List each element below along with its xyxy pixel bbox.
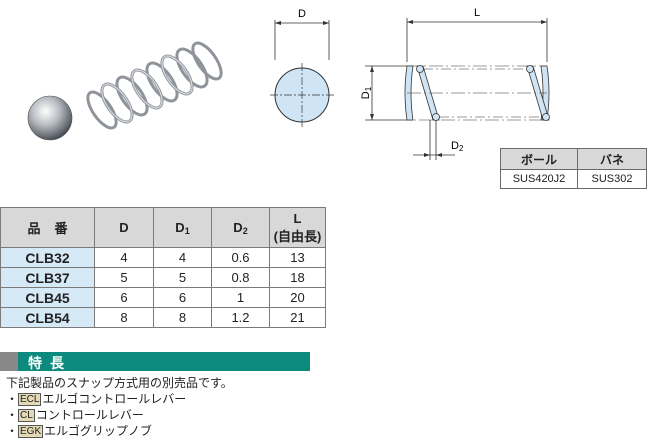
product-tag: ECL <box>18 393 42 406</box>
header-d2: D2 <box>211 207 270 248</box>
features-header-bar: 特長 <box>0 352 310 371</box>
material-spring-value: SUS302 <box>577 169 647 189</box>
cell-l: 20 <box>269 287 326 308</box>
cell-d2: 0.6 <box>211 247 270 268</box>
header-l: L(自由長) <box>269 207 326 248</box>
features-title: 特長 <box>28 355 72 371</box>
cell-d2: 1.2 <box>211 307 270 328</box>
header-part-no: 品番 <box>0 207 95 248</box>
cell-d1: 8 <box>153 307 212 328</box>
ball-dimension-drawing: D <box>270 8 334 127</box>
product-tag: EGK <box>18 425 44 438</box>
spec-table: 品番 D D1 D2 L(自由長) CLB32 4 4 0.6 13 CLB37… <box>0 207 326 328</box>
cell-d1: 6 <box>153 287 212 308</box>
features-intro: 下記製品のスナップ方式用の別売品です。 <box>6 376 233 390</box>
features-header-marker <box>0 352 18 371</box>
cell-d2: 0.8 <box>211 267 270 288</box>
table-row: CLB32 4 4 0.6 13 <box>0 247 326 268</box>
l-dimension-label: L <box>474 7 480 19</box>
cell-l: 21 <box>269 307 326 328</box>
product-tag: CL <box>18 409 35 422</box>
part-code: CLB37 <box>0 267 95 288</box>
part-code: CLB54 <box>0 307 95 328</box>
material-ball-value: SUS420J2 <box>500 169 578 189</box>
table-row: CLB37 5 5 0.8 18 <box>0 267 326 288</box>
steel-ball-image <box>27 95 73 141</box>
table-row: CLB54 8 8 1.2 21 <box>0 307 326 328</box>
spring-dimension-drawing: L D1 D2 <box>360 7 550 160</box>
cell-d2: 1 <box>211 287 270 308</box>
part-code: CLB45 <box>0 287 95 308</box>
d-dimension-label: D <box>298 8 306 20</box>
cell-d: 8 <box>94 307 154 328</box>
cell-d1: 5 <box>153 267 212 288</box>
header-d1: D1 <box>153 207 212 248</box>
product-photo <box>27 41 223 141</box>
part-code: CLB32 <box>0 247 95 268</box>
material-header-spring: バネ <box>577 148 647 170</box>
cell-d: 4 <box>94 247 154 268</box>
header-d: D <box>94 207 154 248</box>
material-header-ball: ボール <box>500 148 578 170</box>
cell-d1: 4 <box>153 247 212 268</box>
cell-d: 5 <box>94 267 154 288</box>
d2-dimension-label: D2 <box>451 140 464 153</box>
cell-d: 6 <box>94 287 154 308</box>
cell-l: 13 <box>269 247 326 268</box>
d1-dimension-label: D1 <box>360 86 373 99</box>
material-table: ボール バネ SUS420J2 SUS302 <box>500 148 647 189</box>
cell-l: 18 <box>269 267 326 288</box>
table-row: CLB45 6 6 1 20 <box>0 287 326 308</box>
